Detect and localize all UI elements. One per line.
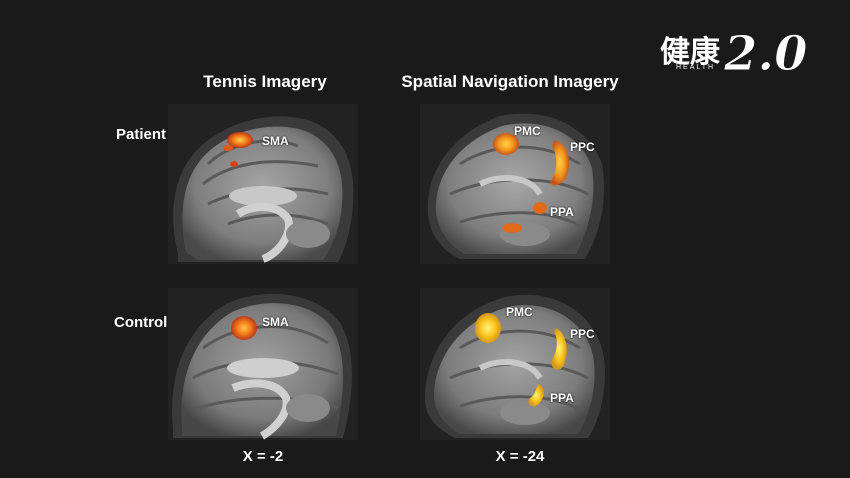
coordinate-label-tennis: X = -2 <box>242 448 284 465</box>
region-label-sma-controls: SMA <box>262 315 289 329</box>
region-label-ppc-patient: PPC <box>570 140 595 154</box>
mri-scan-patient-tennis <box>168 104 358 264</box>
column-title-spatial: Spatial Navigation Imagery <box>401 72 619 91</box>
health-2-0-logo: 健康 2.0 <box>660 26 808 83</box>
svg-text:健康: 健康 <box>660 35 721 70</box>
region-label-ppa-patient: PPA <box>550 205 574 219</box>
mri-scan-controls-tennis <box>168 288 358 440</box>
region-label-ppc-controls: PPC <box>570 327 595 341</box>
row-label-controls: Controls <box>114 314 176 331</box>
logo-health-text: HEALTH <box>676 64 716 71</box>
region-label-pmc-patient: PMC <box>514 124 541 138</box>
mri-scan-patient-spatial <box>420 104 610 264</box>
coordinate-label-spatial: X = -24 <box>495 448 545 465</box>
region-label-pmc-controls: PMC <box>506 305 533 319</box>
row-label-patient: Patient <box>116 126 167 143</box>
region-label-sma-patient: SMA <box>262 134 289 148</box>
column-title-tennis: Tennis Imagery <box>203 72 327 91</box>
svg-text:2.0: 2.0 <box>723 26 808 82</box>
mri-scan-controls-spatial <box>420 288 610 440</box>
region-label-ppa-controls: PPA <box>550 391 574 405</box>
